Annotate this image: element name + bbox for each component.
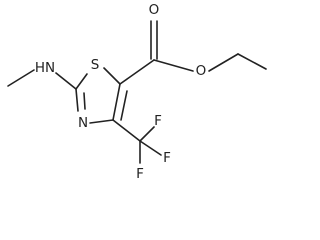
bond-c5-carbonyl <box>119 59 155 85</box>
fluorine-right-label: F <box>163 150 171 166</box>
bond-cf3-f-top <box>139 126 155 142</box>
bond-c5-c4-double <box>120 90 128 121</box>
bond-c4-cf3 <box>112 119 141 142</box>
bond-ester-o-ethyl <box>208 53 239 72</box>
molecule-diagram: HN S N O O F F F <box>7 2 267 182</box>
ester-oxygen-label: O <box>196 63 207 79</box>
bond-nh-c2 <box>55 72 77 90</box>
bond-n3-c2-double <box>83 92 86 110</box>
bond-s1-c5 <box>103 67 121 85</box>
bond-ethyl-terminal <box>237 53 267 70</box>
bond-carbonyl-ester-o <box>153 59 194 72</box>
bond-c4-n3 <box>89 119 114 124</box>
bond-cf3-f-right <box>139 140 162 156</box>
bond-n3-c2 <box>75 88 79 112</box>
fluorine-left-label: F <box>136 166 144 182</box>
chemical-structure-canvas: HN S N O O F F F <box>7 2 267 182</box>
bond-methyl-nh <box>7 69 35 87</box>
bond-c2-s1 <box>75 73 88 90</box>
amine-label: HN <box>35 60 55 76</box>
sulfur-label: S <box>91 57 100 73</box>
fluorine-top-label: F <box>154 113 162 129</box>
bond-c5-c4 <box>112 83 121 121</box>
carbonyl-oxygen-label: O <box>149 2 160 18</box>
ring-nitrogen-label: N <box>78 115 88 131</box>
